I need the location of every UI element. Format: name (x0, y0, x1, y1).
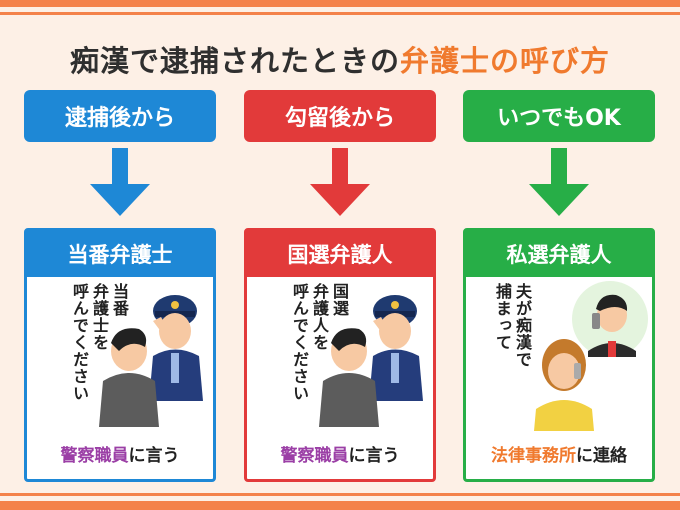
detainee-and-police-illustration (99, 295, 203, 427)
stage-label-after-detention: 勾留後から (244, 90, 436, 142)
card-court-appointed-lawyer: 国選弁護人 国選 弁護人を 呼んでください 警察職員に言う (244, 228, 436, 482)
action-text: 警察職員に言う (280, 446, 400, 466)
stage-label-anytime: いつでもOK (463, 90, 655, 142)
speech-vertical-text: 当番 弁護士を 呼んでください (70, 283, 129, 402)
action-text: 警察職員に言う (60, 446, 180, 466)
speech-vertical-text: 夫が痴漢で 捕まって (493, 283, 532, 368)
page-title: 痴漢で逮捕されたときの弁護士の呼び方 (0, 38, 680, 80)
top-stripe (0, 0, 680, 7)
action-text: 法律事務所に連絡 (491, 446, 627, 466)
title-highlight: 弁護士の呼び方 (400, 44, 611, 78)
down-arrow-icon (529, 148, 589, 216)
card-on-duty-lawyer: 当番弁護士 当番 弁護士を 呼んでください 警察職員に言う (24, 228, 216, 482)
column-on-duty-lawyer: 逮捕後から 当番弁護士 当番 弁護士を 呼んでください 警察職員に言う (24, 90, 216, 482)
card-title: 国選弁護人 (247, 231, 433, 277)
title-main: 痴漢で逮捕されたときの (69, 44, 400, 78)
column-private-lawyer: いつでもOK 私選弁護人 夫が痴漢で 捕まって 法律事務所に連絡 (463, 90, 655, 482)
card-title: 私選弁護人 (466, 231, 652, 277)
speech-vertical-text: 国選 弁護人を 呼んでください (290, 283, 349, 402)
bottom-thin-stripe (0, 493, 680, 496)
card-private-lawyer: 私選弁護人 夫が痴漢で 捕まって 法律事務所に連絡 (463, 228, 655, 482)
stage-label-after-arrest: 逮捕後から (24, 90, 216, 142)
bottom-stripe (0, 501, 680, 510)
top-thin-stripe (0, 12, 680, 15)
card-title: 当番弁護士 (27, 231, 213, 277)
detainee-and-police-illustration (319, 295, 423, 427)
down-arrow-icon (310, 148, 370, 216)
wife-calling-lawyer-illustration (534, 281, 648, 431)
column-court-appointed-lawyer: 勾留後から 国選弁護人 国選 弁護人を 呼んでください 警察職員に言う (244, 90, 436, 482)
down-arrow-icon (90, 148, 150, 216)
